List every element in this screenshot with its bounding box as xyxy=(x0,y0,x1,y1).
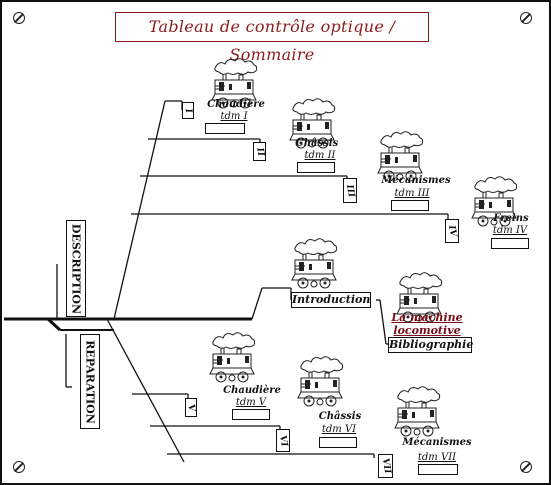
reparation-axis-label: REPARATION xyxy=(83,339,97,424)
chaudiere-2-field[interactable] xyxy=(232,409,270,420)
steam-locomotive-icon xyxy=(291,238,338,289)
chaudiere-1-tdm-link[interactable]: tdm I xyxy=(220,111,248,122)
steam-locomotive-icon xyxy=(211,58,258,109)
steam-locomotive-icon xyxy=(289,98,336,149)
chassis-1-field[interactable] xyxy=(297,162,335,173)
steam-locomotive-icon xyxy=(396,272,443,323)
chapter-tag-v[interactable]: V xyxy=(185,398,197,417)
mecanismes-2-field[interactable] xyxy=(418,464,458,475)
machine-locomotive-link[interactable]: La machine locomotive xyxy=(391,311,463,337)
mecanismes-1-field[interactable] xyxy=(391,200,429,211)
steam-locomotive-icon xyxy=(471,176,518,227)
chapter-tag-iv[interactable]: IV xyxy=(445,219,459,243)
chapter-tag-vi[interactable]: VI xyxy=(276,429,290,452)
screw-icon xyxy=(13,12,25,24)
mecanismes-1-label[interactable]: Mécanismes xyxy=(381,175,451,186)
screw-icon xyxy=(520,461,532,473)
chapter-tag-vii[interactable]: VII xyxy=(378,454,393,478)
chassis-2-label[interactable]: Châssis xyxy=(318,411,362,422)
reparation-axis-box: REPARATION xyxy=(80,334,100,429)
steam-locomotive-icon xyxy=(377,131,424,182)
chapter-tag-iii[interactable]: III xyxy=(343,178,357,203)
screw-icon xyxy=(520,12,532,24)
introduction-button[interactable]: Introduction xyxy=(291,292,371,308)
chapter-tag-i[interactable]: I xyxy=(182,102,194,119)
chapter-tag-ii[interactable]: II xyxy=(253,142,266,161)
chaudiere-2-label[interactable]: Chaudière xyxy=(223,385,281,396)
page-title: Tableau de contrôle optique / Sommaire xyxy=(115,12,429,64)
chaudiere-1-label[interactable]: Chaudière xyxy=(207,99,265,110)
mecanismes-1-tdm-link[interactable]: tdm III xyxy=(394,188,430,199)
chassis-1-tdm-link[interactable]: tdm II xyxy=(304,150,336,161)
freins-label[interactable]: Freins xyxy=(493,213,529,224)
chassis-2-field[interactable] xyxy=(319,437,357,448)
chassis-2-tdm-link[interactable]: tdm VI xyxy=(321,424,357,435)
screw-icon xyxy=(13,461,25,473)
chassis-1-label[interactable]: Châssis xyxy=(295,138,339,149)
steam-locomotive-icon xyxy=(209,332,256,383)
chaudiere-1-field[interactable] xyxy=(205,123,245,134)
description-axis-box: DESCRIPTION xyxy=(66,220,86,317)
mecanismes-2-label[interactable]: Mécanismes xyxy=(402,437,472,448)
steam-locomotive-icon xyxy=(297,356,344,407)
chaudiere-2-tdm-link[interactable]: tdm V xyxy=(235,397,267,408)
steam-locomotive-icon xyxy=(394,386,441,437)
freins-field[interactable] xyxy=(491,238,529,249)
bibliographie-button[interactable]: Bibliographie xyxy=(388,337,474,353)
freins-tdm-link[interactable]: tdm IV xyxy=(492,225,528,236)
mecanismes-2-tdm-link[interactable]: tdm VII xyxy=(417,452,457,463)
description-axis-label: DESCRIPTION xyxy=(69,223,83,314)
